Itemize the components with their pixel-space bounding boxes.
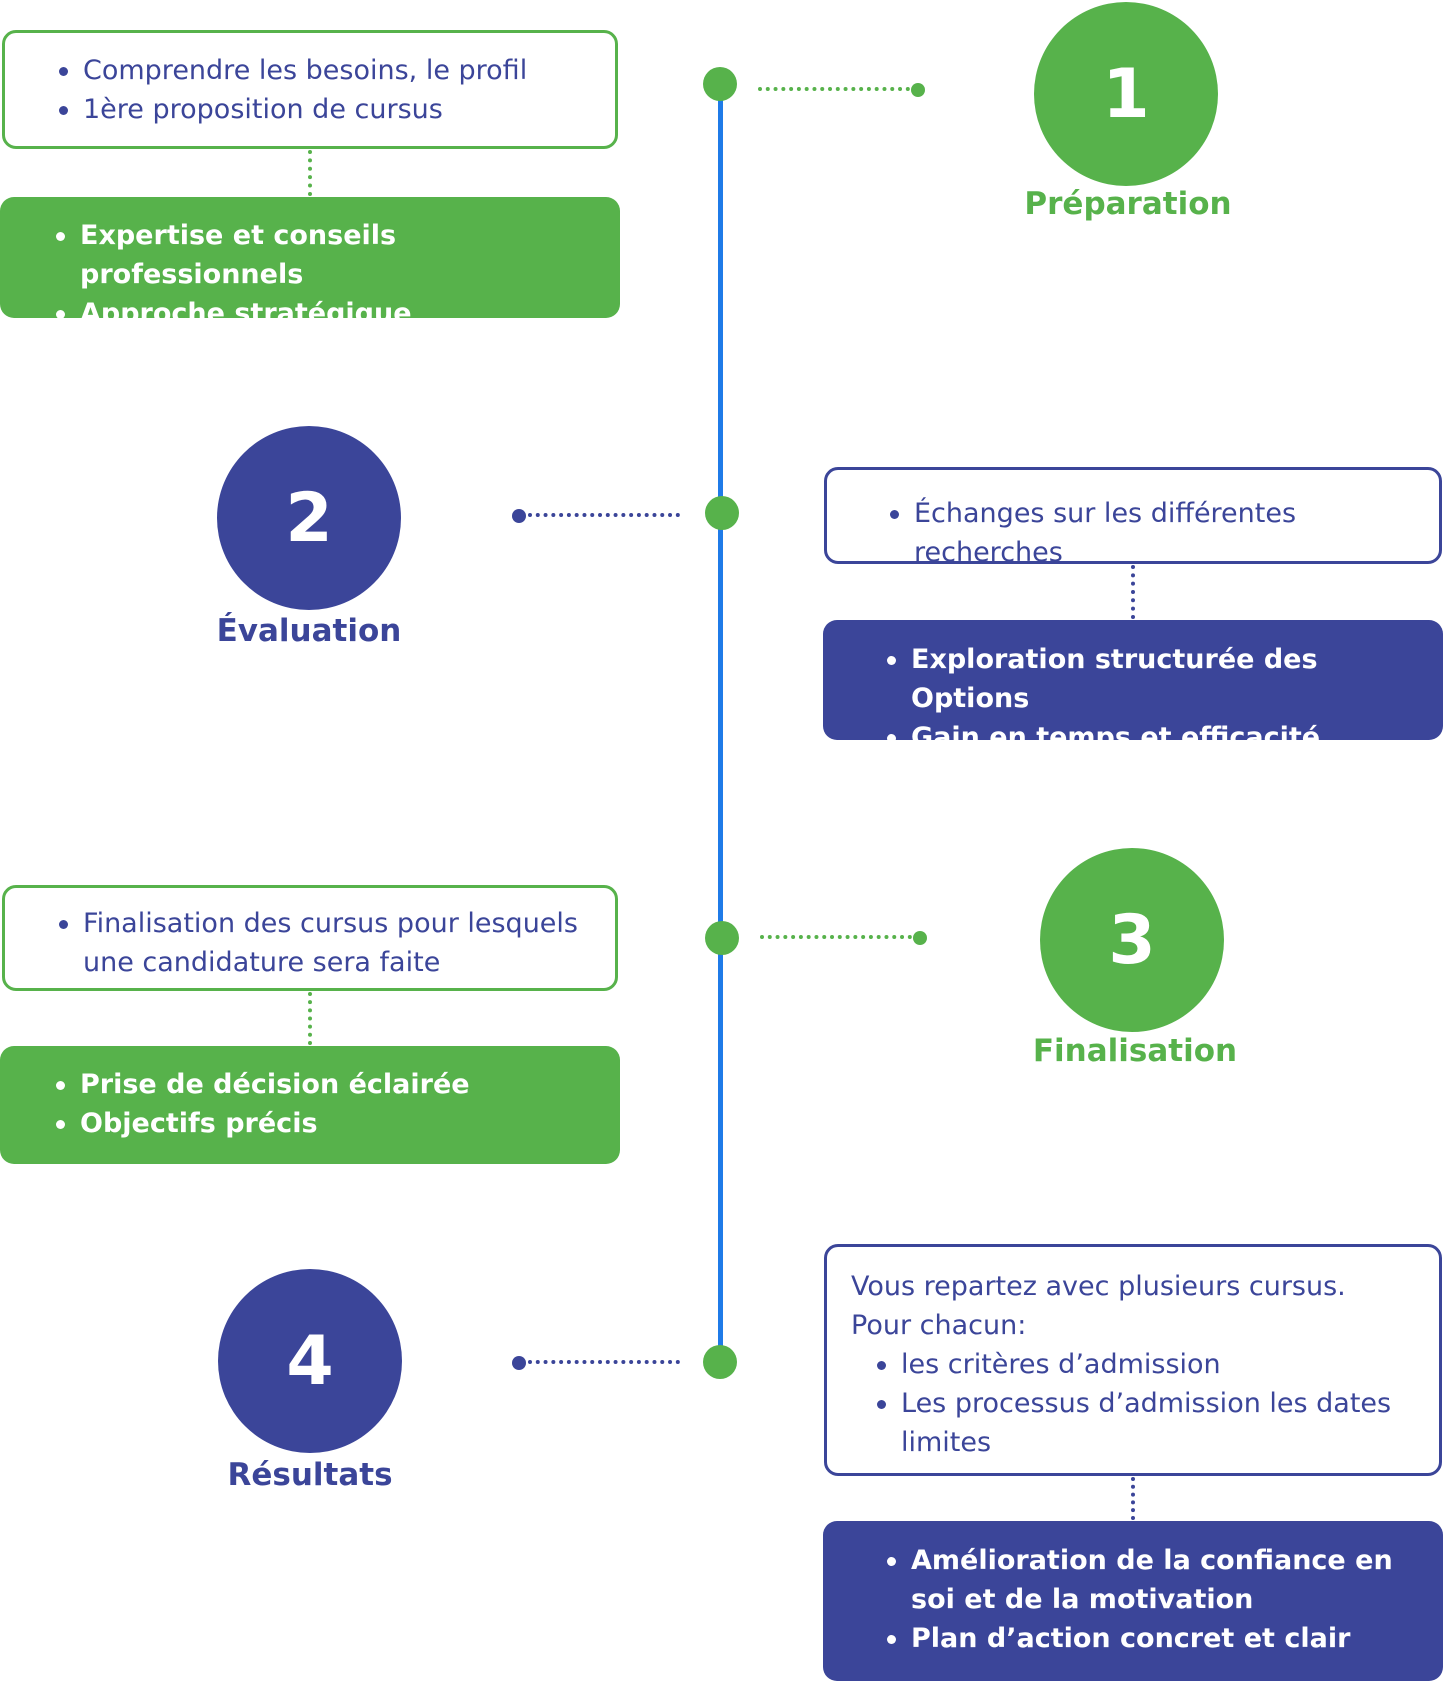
step-2-box-connector	[1131, 565, 1135, 619]
step-1-detail: Comprendre les besoins, le profil	[57, 51, 595, 90]
step-1-connector	[758, 87, 910, 91]
step-4-benefit: Amélioration de la confiance en soi et d…	[885, 1541, 1423, 1619]
step-3-connector-end	[913, 931, 927, 945]
step-4-benefit: Plan d’action concret et clair	[885, 1619, 1423, 1658]
step-4-number: 4	[286, 1321, 334, 1401]
step-3-details-list: Finalisation des cursus pour lesquels un…	[57, 904, 595, 982]
step-2-title: Évaluation	[216, 613, 402, 649]
step-4-intro-line: Pour chacun:	[851, 1310, 1027, 1341]
step-4-details-box: Vous repartez avec plusieurs cursus. Pou…	[824, 1244, 1442, 1476]
step-3-benefit: Objectifs précis	[54, 1104, 600, 1143]
timeline-node-4	[703, 1345, 737, 1379]
step-1-benefit: Expertise et conseils professionnels	[54, 216, 600, 294]
step-1-connector-end	[911, 83, 925, 97]
step-3-title: Finalisation	[1032, 1033, 1238, 1069]
step-2-number-circle: 2	[217, 426, 401, 610]
step-4-detail: Les processus d’admission les dates limi…	[875, 1384, 1415, 1462]
step-4-connector-end	[512, 1356, 526, 1370]
step-2-connector	[528, 513, 680, 517]
timeline-node-3	[705, 921, 739, 955]
step-2-details-box: Échanges sur les différentes recherches	[824, 467, 1442, 568]
step-1-benefits-list: Expertise et conseils professionnels App…	[54, 216, 600, 333]
step-3-connector	[760, 935, 912, 939]
timeline-node-1	[703, 67, 737, 101]
step-4-number-circle: 4	[218, 1269, 402, 1453]
step-2-details-list: Échanges sur les différentes recherches	[888, 494, 1419, 572]
step-2-connector-end	[512, 509, 526, 523]
step-2-benefit: Exploration structurée des Options	[885, 640, 1423, 718]
step-1-number: 1	[1102, 54, 1150, 134]
step-1-details-box: Comprendre les besoins, le profil 1ère p…	[2, 30, 618, 149]
step-4-title: Résultats	[227, 1457, 393, 1493]
step-3-details-box: Finalisation des cursus pour lesquels un…	[2, 885, 618, 991]
step-3-benefits-list: Prise de décision éclairée Objectifs pré…	[54, 1065, 600, 1143]
step-4-details-list: les critères d’admission Les processus d…	[875, 1345, 1415, 1462]
step-2-benefits-list: Exploration structurée des Options Gain …	[885, 640, 1423, 757]
step-2-detail: Échanges sur les différentes recherches	[888, 494, 1419, 572]
timeline-axis	[718, 82, 723, 1364]
timeline-node-2	[705, 496, 739, 530]
step-4-connector	[528, 1360, 680, 1364]
step-3-detail: Finalisation des cursus pour lesquels un…	[57, 904, 595, 982]
step-3-number: 3	[1108, 900, 1156, 980]
step-4-box-connector	[1131, 1477, 1135, 1520]
step-1-number-circle: 1	[1034, 2, 1218, 186]
step-3-box-connector	[308, 992, 312, 1045]
step-2-benefits-box: Exploration structurée des Options Gain …	[823, 620, 1443, 753]
step-1-detail: 1ère proposition de cursus	[57, 90, 595, 129]
step-1-box-connector	[308, 150, 312, 196]
step-1-title: Préparation	[1024, 186, 1232, 222]
step-2-number: 2	[285, 478, 333, 558]
step-4-detail: les critères d’admission	[875, 1345, 1415, 1384]
step-2-benefit: Gain en temps et efficacité	[885, 718, 1423, 757]
step-4-benefits-box: Amélioration de la confiance en soi et d…	[823, 1521, 1443, 1681]
step-3-number-circle: 3	[1040, 848, 1224, 1032]
step-1-benefit: Approche stratégique	[54, 294, 600, 333]
step-4-benefits-list: Amélioration de la confiance en soi et d…	[885, 1541, 1423, 1658]
step-3-benefit: Prise de décision éclairée	[54, 1065, 600, 1104]
step-1-benefits-box: Expertise et conseils professionnels App…	[0, 197, 620, 329]
step-1-details-list: Comprendre les besoins, le profil 1ère p…	[57, 51, 595, 129]
step-3-benefits-box: Prise de décision éclairée Objectifs pré…	[0, 1046, 620, 1164]
step-4-intro-line: Vous repartez avec plusieurs cursus.	[851, 1271, 1346, 1302]
